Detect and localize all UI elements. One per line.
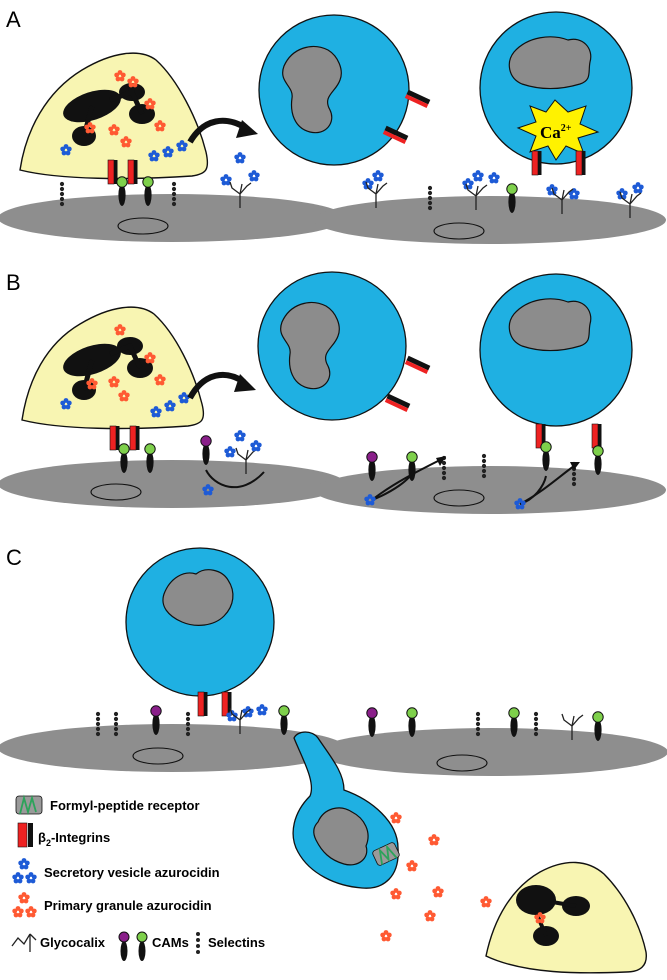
svg-text:Primary granule azurocidin: Primary granule azurocidin [44,898,212,913]
primary-azurocidin-icon [12,892,37,918]
panel-a-label: A [6,7,21,32]
calcium-burst [516,99,600,161]
neutrophil-nucleus [282,45,342,134]
panel-a: A [0,7,666,244]
endothelial-nucleus [117,217,169,235]
svg-text:β2-Integrins: β2-Integrins [38,830,110,848]
endothelial-cell [316,728,667,776]
legend-item-selectins: Selectins [196,932,265,954]
legend-item-glycocalix: Glycocalix [11,933,106,952]
neutrophil-nucleus [162,569,234,626]
endothelial-nucleus [90,483,142,501]
svg-text:CAMs: CAMs [152,935,189,950]
endothelial-cell [314,196,666,244]
multilobed-nucleus [516,885,590,946]
svg-text:Secretory vesicle azurocidin: Secretory vesicle azurocidin [44,865,220,880]
formyl-receptor-icon [15,794,43,816]
panel-c: C [0,545,667,974]
legend-item-formyl-peptide-receptor: Formyl-peptide receptor [15,794,200,816]
integrin-icon [17,822,33,848]
svg-text:Formyl-peptide receptor: Formyl-peptide receptor [50,798,200,813]
secretory-azurocidin-icon [12,858,37,884]
svg-text:Selectins: Selectins [208,935,265,950]
multilobed-nucleus [63,337,153,400]
activated-neutrophil [19,52,209,180]
legend: Formyl-peptide receptor β2-Integrins Sec… [11,794,265,961]
neutrophil-nucleus [508,36,592,90]
endothelial-cell [0,460,346,508]
panel-b-label: B [6,270,21,295]
formyl-peptide-receptor [372,842,400,866]
legend-item-cams: CAMs [118,931,189,961]
endothelial-nucleus [433,489,485,507]
endothelial-nucleus [132,747,184,765]
panel-c-label: C [6,545,22,570]
legend-item-secretory-azurocidin: Secretory vesicle azurocidin [12,858,220,884]
endothelial-nucleus [436,754,488,772]
activated-neutrophil [21,306,205,430]
endothelial-cell [0,194,346,242]
endothelial-nucleus [433,222,485,240]
selectin-icon [196,932,200,954]
multilobed-nucleus [63,83,155,146]
neutrophil-nucleus [280,301,340,390]
svg-text:Glycocalix: Glycocalix [40,935,106,950]
panel-b: B [0,270,666,514]
endothelial-cell [0,724,346,772]
neutrophil-nucleus [313,807,369,866]
legend-item-integrins: β2-Integrins [17,822,110,848]
endothelial-cell [314,466,666,514]
calcium-label: Ca2+ [540,123,572,142]
legend-item-primary-azurocidin: Primary granule azurocidin [12,892,212,918]
neutrophil-nucleus [508,298,592,352]
glycocalix-icon [11,933,37,952]
cam-icon [118,931,148,961]
target-cell [485,861,647,974]
